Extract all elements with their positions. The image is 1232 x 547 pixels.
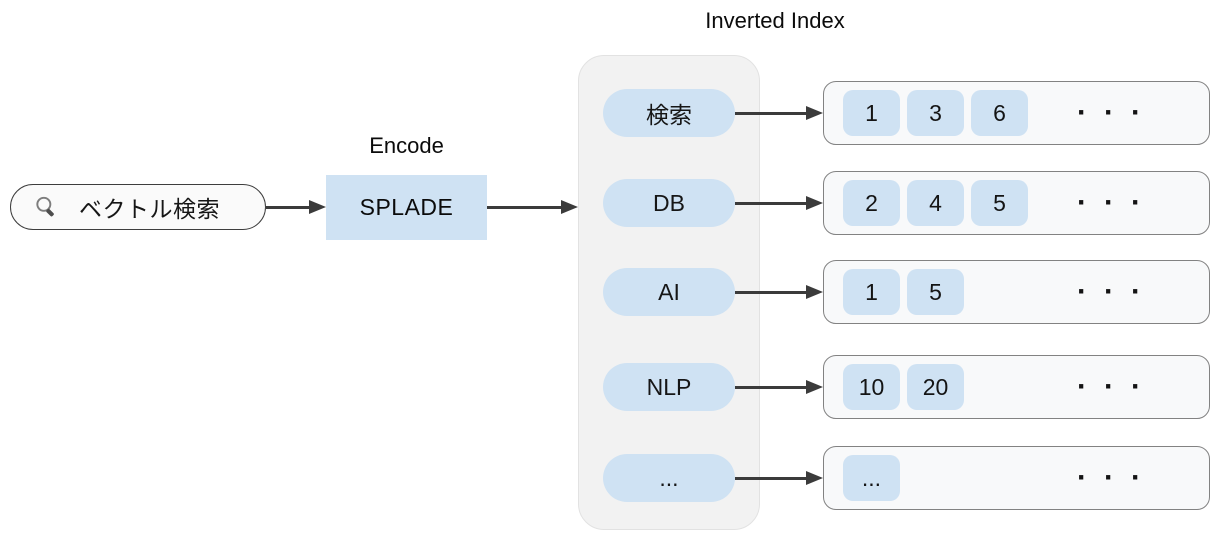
arrow-shaft — [487, 205, 561, 209]
posting-cell: 5 — [907, 269, 964, 315]
posting-cell: 3 — [907, 90, 964, 136]
term-to-postings-arrow — [735, 195, 823, 211]
ellipsis-dots: ··· — [1077, 186, 1158, 219]
inverted-index-title: Inverted Index — [705, 8, 845, 33]
arrow-head — [309, 200, 326, 214]
arrow-shaft — [735, 201, 806, 205]
search-box: ベクトル検索 — [10, 184, 266, 230]
posting-cell: 10 — [843, 364, 900, 410]
arrow-shaft — [735, 111, 806, 115]
arrow-head — [806, 196, 823, 210]
arrow-shaft — [735, 385, 806, 389]
posting-cell: 5 — [971, 180, 1028, 226]
arrow-head — [806, 380, 823, 394]
search-icon — [33, 194, 59, 220]
posting-cell: 20 — [907, 364, 964, 410]
ellipsis-dots: ··· — [1077, 461, 1158, 494]
encode-label: Encode — [369, 133, 444, 158]
ellipsis-dots: ··· — [1077, 275, 1158, 308]
term-to-postings-arrow — [735, 105, 823, 121]
term-pill: AI — [603, 268, 735, 316]
term-pill: ... — [603, 454, 735, 502]
arrow-shaft — [735, 290, 806, 294]
posting-cell: ... — [843, 455, 900, 501]
arrow-head — [806, 106, 823, 120]
arrow-shaft — [735, 476, 806, 480]
posting-cell: 2 — [843, 180, 900, 226]
postings-row: ... ··· — [823, 446, 1210, 510]
arrow-head — [806, 285, 823, 299]
arrow-shaft — [266, 205, 309, 209]
term-pill: 検索 — [603, 89, 735, 137]
query-to-encoder-arrow — [266, 199, 326, 215]
ellipsis-dots: ··· — [1077, 96, 1158, 129]
posting-cell: 1 — [843, 90, 900, 136]
arrow-head — [806, 471, 823, 485]
term-to-postings-arrow — [735, 284, 823, 300]
posting-cell: 6 — [971, 90, 1028, 136]
term-to-postings-arrow — [735, 379, 823, 395]
splade-encoder-box: SPLADE — [326, 175, 487, 240]
term-to-postings-arrow — [735, 470, 823, 486]
term-pill: NLP — [603, 363, 735, 411]
posting-cell: 4 — [907, 180, 964, 226]
arrow-head — [561, 200, 578, 214]
ellipsis-dots: ··· — [1077, 370, 1158, 403]
posting-cell: 1 — [843, 269, 900, 315]
term-pill: DB — [603, 179, 735, 227]
encoder-to-index-arrow — [487, 199, 578, 215]
search-query-text: ベクトル検索 — [79, 196, 220, 222]
